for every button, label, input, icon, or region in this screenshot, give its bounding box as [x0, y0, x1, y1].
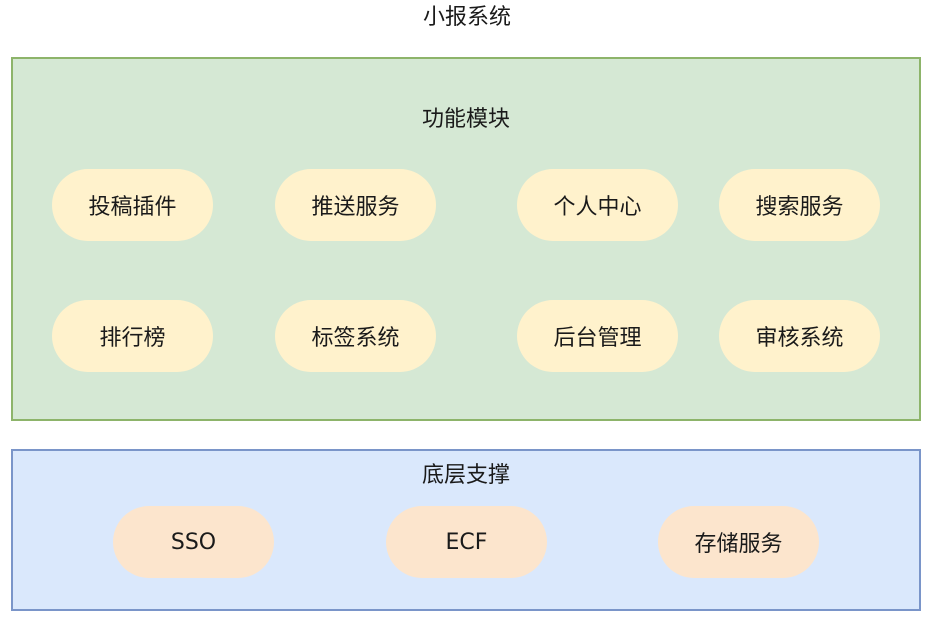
service-ecf: ECF [386, 506, 547, 578]
module-tougao-chajian: 投稿插件 [52, 169, 213, 241]
module-biaoqian-xitong: 标签系统 [275, 300, 436, 372]
module-houtai-guanli: 后台管理 [517, 300, 678, 372]
module-sousuo-fuwu: 搜索服务 [719, 169, 880, 241]
module-shenhe-xitong: 审核系统 [719, 300, 880, 372]
base-support-panel: 底层支撑 SSO ECF 存储服务 [11, 449, 921, 611]
module-geren-zhongxin: 个人中心 [517, 169, 678, 241]
service-cunchu-fuwu: 存储服务 [658, 506, 819, 578]
service-sso: SSO [113, 506, 274, 578]
base-support-label: 底层支撑 [421, 463, 510, 488]
module-tuisong-fuwu: 推送服务 [275, 169, 436, 241]
functional-modules-panel: 功能模块 投稿插件 推送服务 个人中心 搜索服务 排行榜 标签系统 后台管理 审… [11, 57, 921, 421]
module-paihangbang: 排行榜 [52, 300, 213, 372]
functional-modules-label: 功能模块 [421, 107, 510, 132]
diagram-title: 小报系统 [422, 5, 511, 30]
